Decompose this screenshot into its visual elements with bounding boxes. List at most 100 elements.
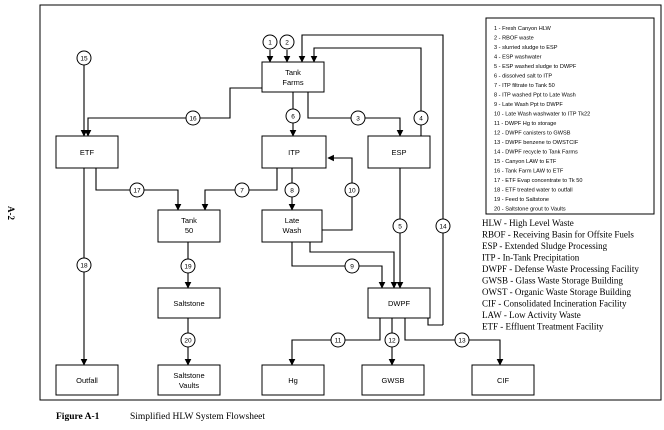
svg-text:6 - dissolved salt to ITP: 6 - dissolved salt to ITP [494, 74, 552, 80]
stream-2: 2 [279, 34, 295, 50]
box-hg: Hg [261, 364, 325, 396]
stream-18: 18 [76, 257, 92, 273]
svg-text:Saltstone: Saltstone [173, 299, 204, 308]
stream-19: 19 [180, 258, 196, 274]
svg-text:2: 2 [285, 40, 289, 47]
svg-text:ITP: ITP [288, 148, 300, 157]
box-esp: ESP [367, 135, 431, 169]
svg-text:9: 9 [350, 264, 354, 271]
svg-text:5 - ESP washed sludge to DWPF: 5 - ESP washed sludge to DWPF [494, 64, 577, 70]
svg-text:Vaults: Vaults [179, 381, 200, 390]
svg-text:ETF: ETF [80, 148, 95, 157]
svg-text:CIF - Consolidated Incineratio: CIF - Consolidated Incineration Facility [482, 299, 627, 309]
svg-text:19: 19 [184, 264, 192, 271]
svg-text:6: 6 [291, 114, 295, 121]
svg-text:20: 20 [184, 338, 192, 345]
svg-text:DWPF: DWPF [388, 299, 410, 308]
stream-8: 8 [284, 182, 300, 198]
stream-10: 10 [344, 182, 360, 198]
svg-text:ESP - Extended Sludge Processi: ESP - Extended Sludge Processing [482, 241, 608, 251]
box-tank50: Tank 50 [157, 209, 221, 243]
svg-text:50: 50 [185, 226, 193, 235]
svg-text:11: 11 [335, 338, 342, 345]
box-cif: CIF [471, 364, 535, 396]
svg-text:GWSB - Glass Waste Storage Bui: GWSB - Glass Waste Storage Building [482, 276, 623, 286]
svg-text:15 - Canyon LAW to ETF: 15 - Canyon LAW to ETF [494, 159, 557, 165]
svg-text:8: 8 [290, 188, 294, 195]
svg-text:3: 3 [356, 116, 360, 123]
stream-4: 4 [413, 110, 429, 126]
stream-15: 15 [76, 50, 92, 66]
svg-text:GWSB: GWSB [382, 376, 405, 385]
svg-text:7: 7 [240, 188, 244, 195]
stream-20: 20 [180, 332, 196, 348]
svg-text:13 - DWPF benzene to OWSTCIF: 13 - DWPF benzene to OWSTCIF [494, 140, 579, 146]
stream-3: 3 [350, 110, 366, 126]
figure-number: Figure A-1 [56, 412, 100, 422]
svg-text:16 - Tank Farm LAW to ETF: 16 - Tank Farm LAW to ETF [494, 169, 564, 175]
svg-text:Saltstone: Saltstone [173, 371, 204, 380]
svg-text:HLW - High Level Waste: HLW - High Level Waste [482, 218, 574, 228]
svg-text:Wash: Wash [283, 226, 302, 235]
svg-text:8 - ITP washed Ppt to Late Was: 8 - ITP washed Ppt to Late Wash [494, 93, 576, 99]
svg-text:Tank: Tank [181, 216, 197, 225]
box-etf: ETF [55, 135, 119, 169]
svg-text:14 - DWPF recycle to Tank Farm: 14 - DWPF recycle to Tank Farms [494, 150, 578, 156]
svg-text:20 - Saltstone grout to Vaults: 20 - Saltstone grout to Vaults [494, 207, 566, 213]
page-label: A-2 [6, 206, 16, 220]
stream-11: 11 [330, 332, 346, 348]
svg-text:2 - RBOF waste: 2 - RBOF waste [494, 36, 534, 42]
box-outfall: Outfall [55, 364, 119, 396]
box-late-wash: Late Wash [261, 209, 323, 243]
svg-text:11 - DWPF Hg to storage: 11 - DWPF Hg to storage [494, 121, 556, 127]
svg-text:LAW - Low Activity Waste: LAW - Low Activity Waste [482, 310, 581, 320]
figure-caption: Simplified HLW System Flowsheet [130, 411, 265, 422]
box-saltstone: Saltstone [157, 287, 221, 319]
svg-text:14: 14 [439, 224, 447, 231]
svg-text:Late: Late [285, 216, 300, 225]
stream-7: 7 [234, 182, 250, 198]
svg-text:17: 17 [133, 188, 141, 195]
svg-text:4 - ESP washwater: 4 - ESP washwater [494, 55, 542, 61]
box-saltstone-vaults: Saltstone Vaults [157, 364, 221, 396]
svg-text:ESP: ESP [391, 148, 406, 157]
svg-text:CIF: CIF [497, 376, 510, 385]
svg-text:17 - ETF Evap concentrate to T: 17 - ETF Evap concentrate to Tk 50 [494, 178, 583, 184]
box-dwpf: DWPF [367, 287, 431, 319]
svg-text:9 - Late Wash Ppt to DWPF: 9 - Late Wash Ppt to DWPF [494, 102, 563, 108]
svg-text:16: 16 [189, 116, 197, 123]
svg-text:RBOF - Receiving Basin for Off: RBOF - Receiving Basin for Offsite Fuels [482, 230, 634, 240]
svg-text:ITP - In-Tank Precipitation: ITP - In-Tank Precipitation [482, 253, 580, 263]
stream-9: 9 [344, 258, 360, 274]
svg-text:12: 12 [388, 338, 396, 345]
stream-13: 13 [454, 332, 470, 348]
svg-text:Farms: Farms [282, 78, 303, 87]
svg-text:12 - DWPF canisters to GWSB: 12 - DWPF canisters to GWSB [494, 131, 571, 137]
stream-17: 17 [129, 182, 145, 198]
box-gwsb: GWSB [361, 364, 425, 396]
svg-text:13: 13 [458, 338, 466, 345]
svg-text:ETF - Effluent Treatment Facil: ETF - Effluent Treatment Facility [482, 322, 604, 332]
box-tank-farms: Tank Farms [261, 61, 325, 93]
svg-text:10: 10 [348, 188, 356, 195]
svg-text:3 - slurried sludge to ESP: 3 - slurried sludge to ESP [494, 45, 558, 51]
stream-6: 6 [285, 108, 301, 124]
stream-12: 12 [384, 332, 400, 348]
stream-5: 5 [392, 218, 408, 234]
svg-text:OWST - Organic Waste Storage B: OWST - Organic Waste Storage Building [482, 287, 632, 297]
stream-legend: 1 - Fresh Canyon HLW 2 - RBOF waste 3 - … [485, 17, 655, 215]
diagram-frame [39, 4, 662, 401]
svg-text:18 - ETF treated water to outf: 18 - ETF treated water to outfall [494, 188, 573, 194]
stream-1: 1 [262, 34, 278, 50]
svg-text:Tank: Tank [285, 68, 301, 77]
svg-text:DWPF - Defense Waste Processin: DWPF - Defense Waste Processing Facility [482, 264, 639, 274]
svg-text:1 - Fresh Canyon HLW: 1 - Fresh Canyon HLW [494, 26, 552, 32]
svg-text:18: 18 [80, 263, 88, 270]
svg-text:19 - Feed to Saltstone: 19 - Feed to Saltstone [494, 197, 549, 203]
abbreviation-list: HLW - High Level Waste RBOF - Receiving … [482, 218, 639, 332]
svg-text:4: 4 [419, 116, 423, 123]
svg-text:15: 15 [80, 56, 88, 63]
svg-text:Hg: Hg [288, 376, 298, 385]
svg-text:7 - ITP filtrate to Tank 50: 7 - ITP filtrate to Tank 50 [494, 83, 555, 89]
